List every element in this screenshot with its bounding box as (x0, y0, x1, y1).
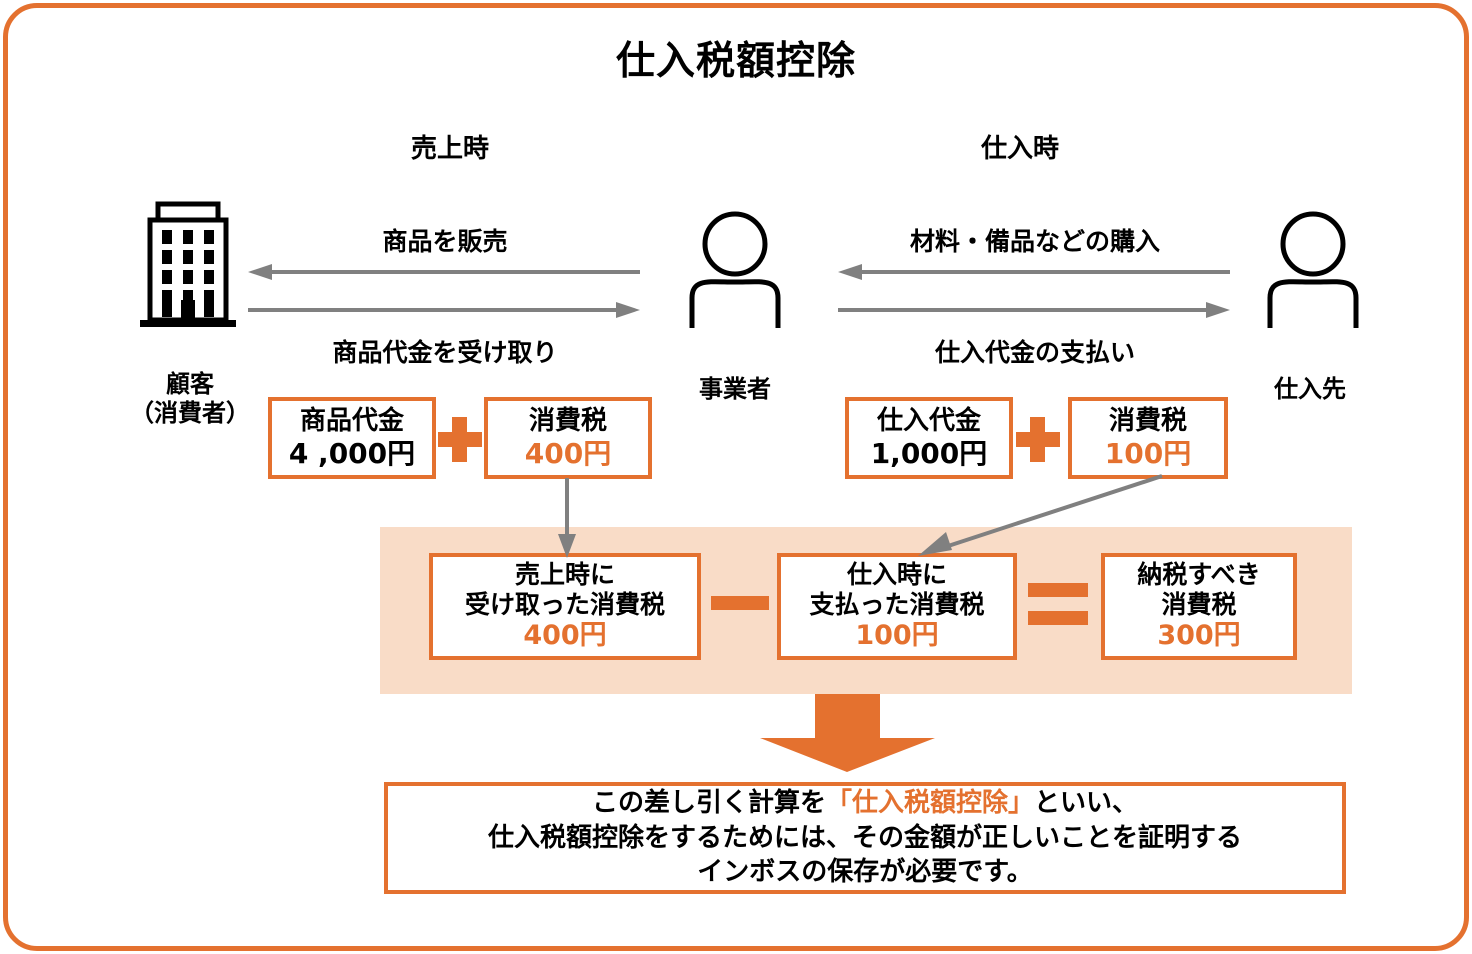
amount-caption: 商品代金 (299, 406, 404, 437)
amount-caption: 消費税 (528, 406, 607, 437)
plus-sign-purchase (1014, 412, 1064, 466)
amount-caption: 消費税 (1108, 406, 1187, 437)
amount-value: 100円 (1104, 436, 1192, 470)
calc-value: 100円 (855, 620, 939, 652)
calc-value: 300円 (1157, 620, 1241, 652)
amount-caption: 仕入代金 (876, 406, 981, 437)
conclusion-highlight: 「仕入税額控除」 (825, 787, 1034, 818)
actor-label-supplier: 仕入先 (1274, 375, 1346, 403)
plus-sign-sales (436, 412, 486, 466)
stage-label-purchase: 仕入時 (980, 134, 1059, 164)
conclusion-line-1-pre: この差し引く計算を (591, 787, 826, 818)
arrow-right-to-supplier (838, 300, 1230, 320)
conclusion-line-1-post: といい、 (1034, 787, 1139, 818)
amount-box-goods-price: 商品代金 4 ,000円 (268, 397, 436, 479)
amount-value: 4 ,000円 (288, 436, 416, 470)
calc-box-payable-tax: 納税すべき 消費税 300円 (1101, 553, 1297, 660)
calc-line-2: 受け取った消費税 (464, 590, 665, 620)
calc-box-received-tax: 売上時に 受け取った消費税 400円 (429, 553, 701, 660)
conclusion-line-1: この差し引く計算を「仕入税額控除」といい、 (592, 786, 1138, 821)
actor-label-customer: 顧客 （消費者） (130, 370, 250, 427)
calc-line-1: 仕入時に (846, 560, 947, 590)
person-icon-supplier (1258, 210, 1368, 330)
flow-label-receive-payment: 商品代金を受け取り (332, 338, 558, 367)
flow-label-purchase-materials: 材料・備品などの購入 (909, 227, 1160, 256)
amount-box-sales-tax: 消費税 400円 (484, 397, 652, 479)
person-icon-business (680, 210, 790, 330)
amount-value: 1,000円 (870, 436, 988, 470)
arrow-left-to-business (838, 262, 1230, 282)
amount-box-purchase-cost: 仕入代金 1,000円 (845, 397, 1013, 479)
flow-label-pay-purchase: 仕入代金の支払い (934, 338, 1135, 367)
flow-label-sell-goods: 商品を販売 (382, 227, 508, 256)
conclusion-line-2: 仕入税額控除をするためには、その金額が正しいことを証明する (487, 822, 1242, 853)
connector-sales-tax-to-received (540, 478, 600, 560)
amount-box-purchase-tax: 消費税 100円 (1068, 397, 1228, 479)
conclusion-box: この差し引く計算を「仕入税額控除」といい、 仕入税額控除をするためには、その金額… (384, 782, 1346, 894)
calc-line-1: 売上時に (514, 560, 615, 590)
conclusion-line-3: インボスの保存が必要です。 (697, 857, 1033, 888)
connector-purchase-tax-to-paid (900, 470, 1170, 565)
calc-value: 400円 (523, 620, 607, 652)
actor-label-business: 事業者 (699, 375, 771, 403)
calc-line-2: 消費税 (1161, 590, 1237, 620)
equals-sign (1028, 583, 1088, 629)
calc-box-paid-tax: 仕入時に 支払った消費税 100円 (777, 553, 1017, 660)
calc-line-2: 支払った消費税 (809, 590, 985, 620)
building-icon (140, 200, 236, 332)
arrow-right-to-business (248, 300, 640, 320)
page-title: 仕入税額控除 (615, 39, 856, 84)
stage-label-sales: 売上時 (410, 134, 489, 164)
minus-sign (711, 596, 769, 616)
arrow-left-to-customer (248, 262, 640, 282)
calc-line-1: 納税すべき (1137, 560, 1261, 590)
amount-value: 400円 (524, 436, 612, 470)
down-arrow (760, 694, 935, 772)
